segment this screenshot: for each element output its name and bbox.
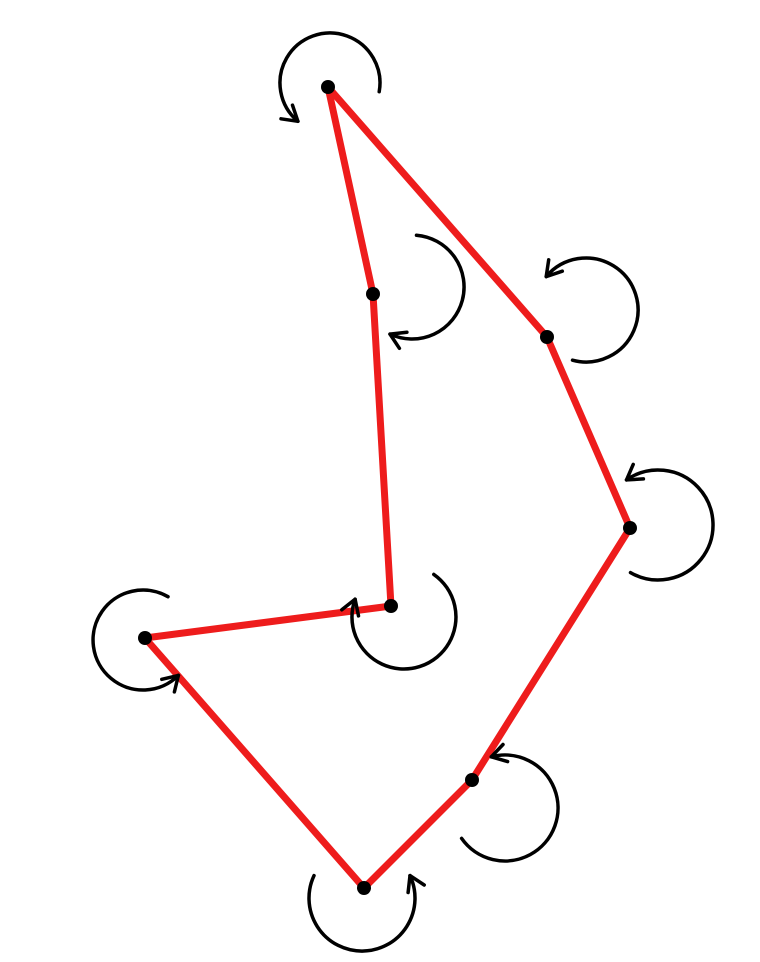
vertex-g <box>623 521 637 535</box>
edge-d-e <box>141 634 368 892</box>
edge-e-f <box>360 776 476 892</box>
vertices-layer <box>138 80 637 895</box>
edge-g-h <box>543 333 634 532</box>
rotation-arrow-a-counterclockwise-icon <box>278 31 382 124</box>
edge-a-b <box>324 83 377 298</box>
vertex-d <box>138 631 152 645</box>
edge-b-c <box>369 290 395 610</box>
rotation-arrow-c-counterclockwise-icon <box>340 572 458 671</box>
rotation-arrow-b-clockwise-icon <box>388 233 466 351</box>
edges-layer <box>141 83 634 892</box>
vertex-a <box>321 80 335 94</box>
rotation-arrow-h-counterclockwise-icon <box>544 256 640 364</box>
vertex-e <box>357 881 371 895</box>
vertex-f <box>465 773 479 787</box>
edge-c-d <box>141 602 395 642</box>
edge-f-g <box>468 524 634 784</box>
rotation-arrow-f-counterclockwise-icon <box>459 742 560 863</box>
edge-h-a <box>324 83 551 341</box>
vertex-c <box>384 599 398 613</box>
vertex-b <box>366 287 380 301</box>
rotation-arrows-layer <box>91 31 715 953</box>
rotation-arrow-g-clockwise-icon <box>624 462 715 582</box>
rotation-arrow-e-counterclockwise-icon <box>307 873 426 953</box>
rotation-arrow-d-counterclockwise-icon <box>91 588 181 694</box>
vertex-h <box>540 330 554 344</box>
